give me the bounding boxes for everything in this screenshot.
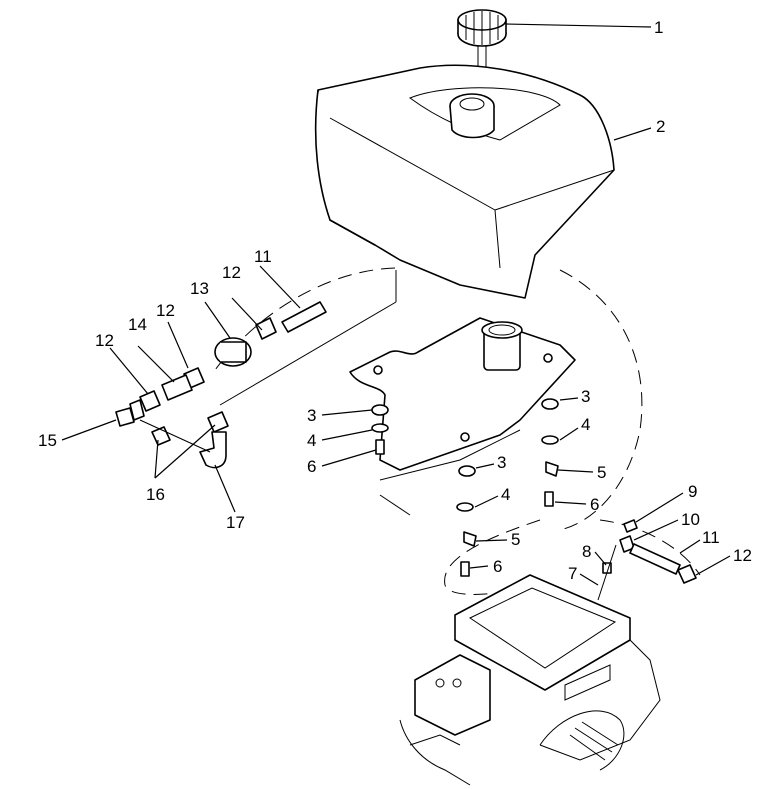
- callout-3: 3: [307, 406, 316, 425]
- callout-5: 5: [511, 530, 520, 549]
- callout-8: 8: [582, 542, 591, 561]
- callout-13: 13: [190, 279, 209, 298]
- callout-12: 12: [733, 546, 752, 565]
- callout-12: 12: [95, 331, 114, 350]
- callout-2: 2: [656, 117, 665, 136]
- fuel-tank: [314, 64, 615, 299]
- callout-5: 5: [597, 463, 606, 482]
- callout-12: 12: [222, 263, 241, 282]
- leader-lines: [61, 23, 731, 586]
- callout-3: 3: [581, 387, 590, 406]
- mounting-hardware: [371, 398, 559, 577]
- callout-labels: 1 2 3 3 3 4 4 4 5 5 6 6 6 7 8 9 10 11 11…: [38, 18, 752, 583]
- callout-4: 4: [581, 415, 590, 434]
- callout-11: 11: [254, 247, 272, 266]
- callout-11: 11: [702, 528, 720, 547]
- engine: [399, 574, 661, 786]
- callout-4: 4: [307, 431, 316, 450]
- fuel-cap: [457, 9, 507, 92]
- callout-6: 6: [493, 557, 502, 576]
- callout-9: 9: [688, 482, 697, 501]
- callout-4: 4: [501, 485, 510, 504]
- callout-17: 17: [226, 513, 245, 532]
- callout-14: 14: [128, 315, 147, 334]
- callout-15: 15: [38, 431, 57, 450]
- fuel-line-parts: [115, 270, 397, 469]
- tank-mounting-plate: [349, 317, 576, 516]
- callout-1: 1: [654, 18, 663, 37]
- callout-3: 3: [497, 453, 506, 472]
- callout-16: 16: [146, 485, 165, 504]
- engine-fuel-hose-parts: [597, 519, 697, 601]
- callout-6: 6: [307, 457, 316, 476]
- callout-10: 10: [681, 510, 700, 529]
- callout-6: 6: [590, 495, 599, 514]
- callout-7: 7: [568, 564, 577, 583]
- callout-12: 12: [156, 301, 175, 320]
